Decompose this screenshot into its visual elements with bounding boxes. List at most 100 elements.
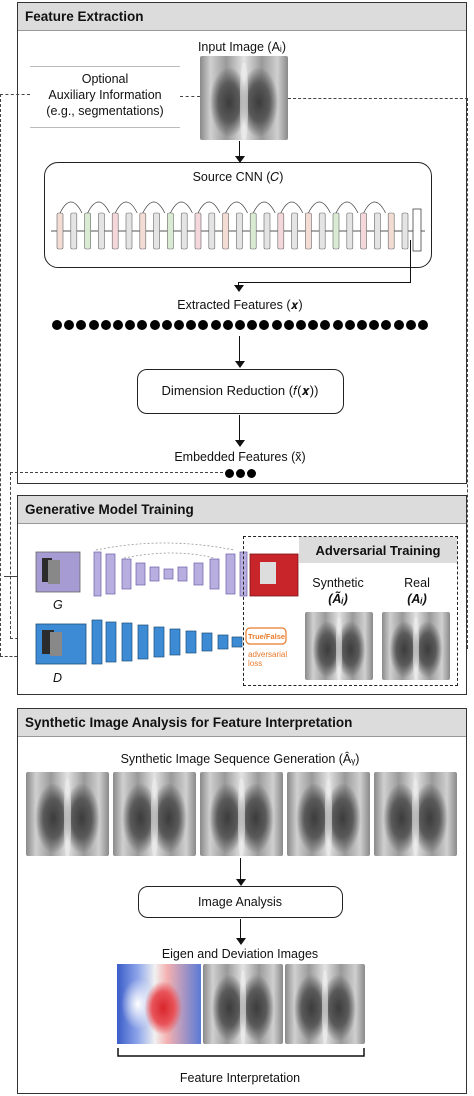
generator-layer bbox=[178, 567, 187, 581]
cnn-layer bbox=[167, 213, 173, 249]
feature-dot bbox=[174, 320, 184, 330]
feature-dot bbox=[89, 320, 99, 330]
cnn-residual-arc bbox=[281, 202, 303, 213]
extracted-features-label: Extracted Features (𝒙) bbox=[140, 298, 340, 313]
cnn-output-line-horizontal bbox=[238, 282, 411, 283]
cnn-residual-arc bbox=[170, 202, 192, 213]
cnn-layer bbox=[250, 213, 256, 249]
discriminator-layer bbox=[106, 622, 116, 662]
discriminator-layer bbox=[202, 633, 212, 651]
analysis-to-eigen-arrow bbox=[240, 919, 241, 943]
skip-connections bbox=[96, 543, 234, 550]
sequence-image-5 bbox=[374, 772, 457, 856]
cnn-residual-arc bbox=[226, 202, 248, 213]
features-to-reduction-arrow bbox=[239, 336, 240, 366]
aux-line-1: Optional bbox=[30, 72, 180, 86]
cnn-residual-arc bbox=[364, 202, 386, 213]
feature-dot bbox=[198, 320, 208, 330]
cnn-layer bbox=[388, 213, 394, 249]
feature-dot bbox=[369, 320, 379, 330]
aux-info-block: Optional Auxiliary Information (e.g., se… bbox=[30, 66, 180, 128]
skip-connections-2 bbox=[124, 553, 214, 558]
aux-line-3: (e.g., segmentations) bbox=[30, 104, 180, 118]
embedded-dash-horizontal bbox=[10, 472, 223, 473]
cnn-layer bbox=[140, 213, 146, 249]
feature-dot bbox=[125, 320, 135, 330]
generative-model-title: Generative Model Training bbox=[18, 496, 466, 524]
feature-dot bbox=[76, 320, 86, 330]
dimension-reduction-box: Dimension Reduction (𝑓(𝒙)) bbox=[137, 369, 344, 414]
cnn-residual-arc bbox=[198, 202, 220, 213]
source-cnn-label: Source CNN (𝐶) bbox=[45, 170, 431, 185]
left-dash-vertical-inner bbox=[10, 472, 11, 639]
cnn-layer bbox=[85, 213, 91, 249]
cnn-layer bbox=[112, 213, 118, 249]
feature-dot bbox=[418, 320, 428, 330]
generator-label: G bbox=[53, 598, 63, 612]
feature-dot bbox=[284, 320, 294, 330]
image-analysis-label: Image Analysis bbox=[139, 895, 341, 909]
sequence-image-1 bbox=[26, 772, 109, 856]
generator-layer bbox=[194, 563, 203, 585]
feature-dot bbox=[272, 320, 282, 330]
cnn-to-features-arrow bbox=[238, 282, 239, 290]
cnn-architecture-diagram bbox=[45, 189, 431, 259]
cnn-layer bbox=[71, 213, 77, 249]
cnn-residual-arc bbox=[88, 202, 110, 213]
deviation-image-2 bbox=[285, 964, 365, 1044]
feature-dot bbox=[333, 320, 343, 330]
cnn-layer bbox=[154, 213, 160, 249]
image-analysis-box: Image Analysis bbox=[138, 886, 343, 918]
reduction-to-embedded-arrow bbox=[239, 415, 240, 445]
generator-layer bbox=[164, 569, 173, 579]
synthetic-label: Synthetic bbox=[303, 576, 373, 590]
dimension-reduction-label: Dimension Reduction (𝑓(𝒙)) bbox=[138, 383, 342, 399]
cnn-layer bbox=[223, 213, 229, 249]
left-dash-vertical-outer bbox=[0, 94, 1, 656]
cnn-layer bbox=[361, 213, 367, 249]
cnn-layer bbox=[333, 213, 339, 249]
cnn-layer bbox=[292, 213, 298, 249]
aux-line-2: Auxiliary Information bbox=[30, 88, 180, 102]
discriminator-layer bbox=[186, 631, 196, 653]
eigen-deviation-label: Eigen and Deviation Images bbox=[120, 947, 360, 961]
adversarial-training-title: Adversarial Training bbox=[299, 543, 457, 558]
feature-dot bbox=[259, 320, 269, 330]
cnn-layer bbox=[374, 213, 380, 249]
input-image-label: Input Image (Aᵢ) bbox=[180, 40, 304, 54]
discriminator-layer bbox=[138, 625, 148, 659]
image-to-cnn-arrow bbox=[239, 141, 240, 161]
generator-layer bbox=[106, 554, 115, 594]
interpretation-bracket bbox=[116, 1046, 366, 1060]
cnn-output-line bbox=[410, 240, 411, 282]
feature-dot bbox=[296, 320, 306, 330]
sequence-to-analysis-arrow bbox=[240, 858, 241, 884]
feature-dot bbox=[186, 320, 196, 330]
feature-dot bbox=[394, 320, 404, 330]
feature-dot bbox=[406, 320, 416, 330]
discriminator-layer bbox=[154, 627, 164, 657]
feature-dot bbox=[357, 320, 367, 330]
cnn-layer bbox=[347, 213, 353, 249]
feature-dot bbox=[101, 320, 111, 330]
embedded-dot-3 bbox=[247, 469, 256, 478]
aux-to-image-dash bbox=[180, 96, 200, 97]
cnn-layer bbox=[278, 213, 284, 249]
right-dash-vertical bbox=[467, 98, 468, 648]
discriminator-layer bbox=[122, 623, 132, 661]
feature-interpretation-label: Feature Interpretation bbox=[140, 1071, 340, 1085]
cnn-layer bbox=[98, 213, 104, 249]
sequence-image-3 bbox=[200, 772, 283, 856]
feature-dot bbox=[64, 320, 74, 330]
generator-layer bbox=[210, 559, 219, 589]
input-xray-image bbox=[200, 56, 288, 140]
feature-dot bbox=[223, 320, 233, 330]
feature-dot bbox=[247, 320, 257, 330]
feature-dot bbox=[308, 320, 318, 330]
discriminator-layer bbox=[170, 629, 180, 655]
cnn-layer bbox=[209, 213, 215, 249]
cnn-residual-arc bbox=[308, 202, 330, 213]
generator-layer bbox=[122, 559, 131, 589]
feature-dot bbox=[137, 320, 147, 330]
cnn-residual-arc bbox=[115, 202, 137, 213]
